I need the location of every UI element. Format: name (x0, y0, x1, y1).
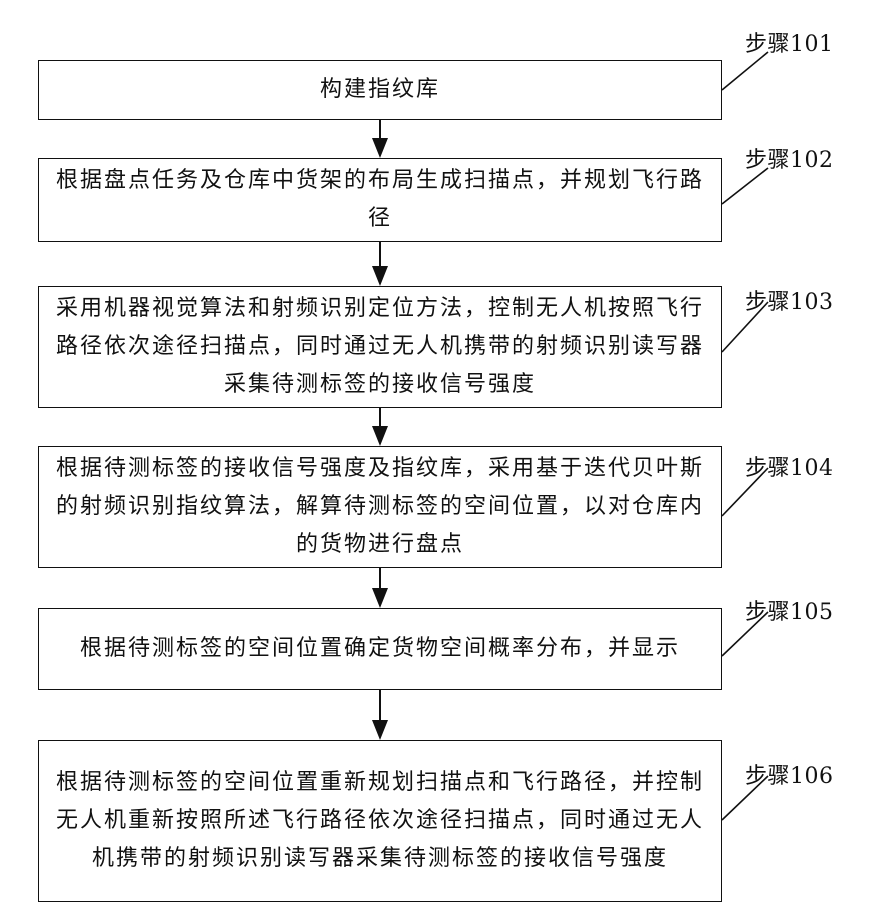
step-101-text: 构建指纹库 (49, 71, 711, 109)
step-102-label: 步骤102 (745, 142, 834, 174)
step-106-text: 根据待测标签的空间位置重新规划扫描点和飞行路径，并控制无人机重新按照所述飞行路径… (49, 764, 711, 878)
step-102-box: 根据盘点任务及仓库中货架的布局生成扫描点，并规划飞行路径 (38, 158, 722, 242)
step-105-text: 根据待测标签的空间位置确定货物空间概率分布，并显示 (49, 630, 711, 668)
step-104-box: 根据待测标签的接收信号强度及指纹库，采用基于迭代贝叶斯的射频识别指纹算法，解算待… (38, 446, 722, 568)
step-101-label: 步骤101 (745, 26, 834, 58)
step-101-box: 构建指纹库 (38, 60, 722, 120)
step-106-label: 步骤106 (745, 758, 834, 790)
step-103-text: 采用机器视觉算法和射频识别定位方法，控制无人机按照飞行路径依次途径扫描点，同时通… (49, 290, 711, 404)
step-103-box: 采用机器视觉算法和射频识别定位方法，控制无人机按照飞行路径依次途径扫描点，同时通… (38, 286, 722, 408)
step-105-label: 步骤105 (745, 594, 834, 626)
step-104-text: 根据待测标签的接收信号强度及指纹库，采用基于迭代贝叶斯的射频识别指纹算法，解算待… (49, 450, 711, 564)
step-105-box: 根据待测标签的空间位置确定货物空间概率分布，并显示 (38, 608, 722, 690)
step-103-label: 步骤103 (745, 284, 834, 316)
step-102-text: 根据盘点任务及仓库中货架的布局生成扫描点，并规划飞行路径 (49, 162, 711, 238)
step-104-label: 步骤104 (745, 450, 834, 482)
step-106-box: 根据待测标签的空间位置重新规划扫描点和飞行路径，并控制无人机重新按照所述飞行路径… (38, 740, 722, 902)
